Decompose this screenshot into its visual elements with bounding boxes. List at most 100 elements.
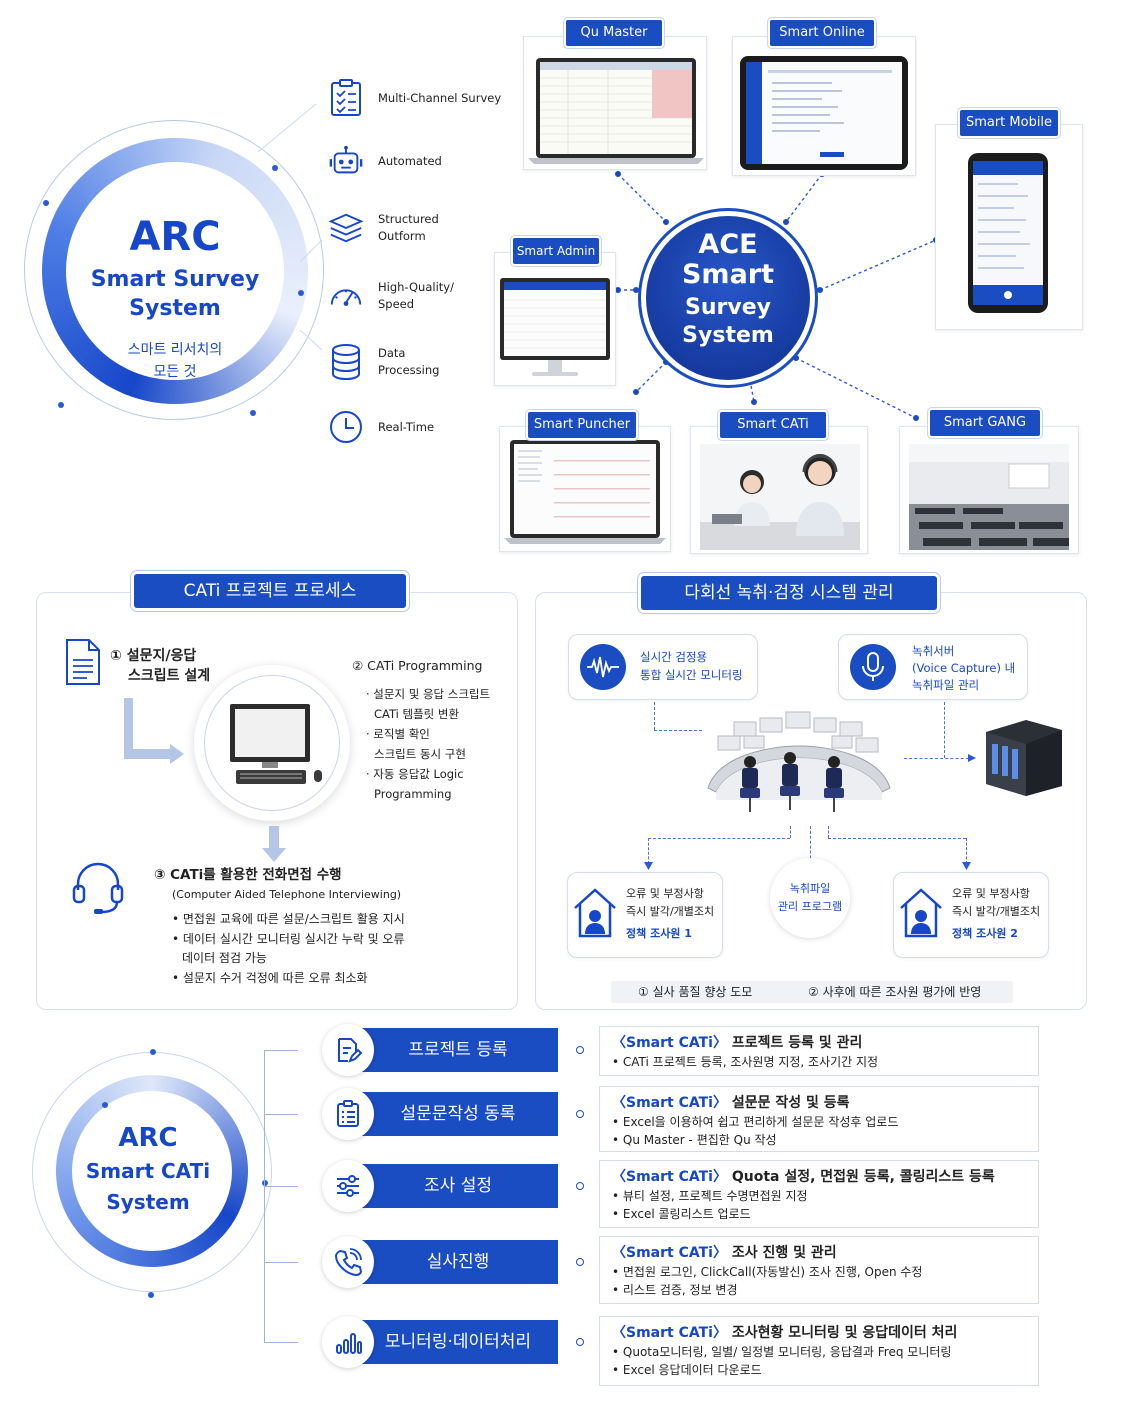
arrow-down-icon bbox=[262, 826, 286, 862]
inv-line: 즉시 발각/개별조치 bbox=[626, 905, 715, 918]
call-center-photo bbox=[700, 444, 860, 550]
robot-icon bbox=[328, 143, 364, 179]
arc-cati-title: ARC bbox=[118, 1123, 178, 1153]
step-desc-fieldwork: 〈Smart CATi〉 조사 진행 및 관리 • 면접원 로그인, Click… bbox=[599, 1236, 1039, 1304]
desc-title: 조사현황 모니터링 및 응답데이터 처리 bbox=[731, 1325, 958, 1341]
step2-list: · 설문지 및 응답 스크립트 CATi 템플릿 변환 · 로직별 확인 스크립… bbox=[366, 684, 490, 804]
monitor-icon bbox=[498, 276, 612, 382]
house-agent-icon bbox=[898, 884, 944, 944]
connector bbox=[944, 702, 945, 758]
feature-label: Structured bbox=[378, 212, 439, 226]
arc-survey-subtitle-1: Smart Survey bbox=[90, 267, 260, 292]
connector bbox=[654, 730, 702, 731]
smart-online-label: Smart Online bbox=[770, 20, 874, 46]
step-survey-create: 설문문작성 동록 bbox=[358, 1092, 558, 1136]
step-connector bbox=[264, 1342, 298, 1343]
feature-realtime: Real-Time bbox=[328, 405, 434, 449]
step-connector-dot bbox=[576, 1258, 584, 1266]
recording-program-text: 녹취파일 관리 프로그램 bbox=[770, 880, 850, 916]
feature-label: Real-Time bbox=[378, 419, 435, 434]
ace-line: Survey bbox=[685, 295, 771, 320]
desc-line: • Excel을 이용하여 쉽고 편리하게 설문문 작성후 업로드 bbox=[612, 1115, 899, 1129]
smart-mobile-label: Smart Mobile bbox=[960, 110, 1058, 136]
step-icon-circle bbox=[322, 1316, 374, 1368]
desktop-computer-icon bbox=[226, 702, 326, 792]
feature-quality: High-Quality/Speed bbox=[328, 274, 454, 318]
step-project-register: 프로젝트 등록 bbox=[358, 1028, 558, 1072]
classroom-photo bbox=[909, 444, 1069, 550]
investigator-1-text: 오류 및 부정사항 즉시 발각/개별조치 정책 조사원 1 bbox=[626, 885, 714, 943]
feature-label: Speed bbox=[378, 297, 415, 311]
step3-subtitle: (Computer Aided Telephone Interviewing) bbox=[172, 888, 402, 901]
connector bbox=[904, 758, 974, 759]
arc-cati-subtitle-1: Smart CATi bbox=[85, 1159, 211, 1183]
clock-icon bbox=[328, 409, 364, 445]
monitor-line: 통합 실시간 모니터링 bbox=[640, 668, 743, 682]
step3-item: • 설문지 수거 걱정에 따른 오류 최소화 bbox=[172, 970, 368, 985]
phone-icon bbox=[334, 1248, 362, 1276]
step-desc-project: 〈Smart CATi〉 프로젝트 등록 및 관리 • CATi 프로젝트 등록… bbox=[599, 1026, 1039, 1076]
recording-header: 다회선 녹취·검정 시스템 관리 bbox=[641, 576, 937, 610]
ace-core bbox=[646, 216, 810, 380]
footer-item-2: ② 사후에 따른 조사원 평가에 반영 bbox=[808, 985, 982, 999]
ring-dot bbox=[102, 1102, 108, 1108]
connector bbox=[654, 702, 655, 730]
checklist-icon bbox=[328, 79, 364, 116]
footer-item-1: ① 실사 품질 향상 도모 bbox=[638, 985, 753, 999]
step-connector bbox=[264, 1114, 298, 1115]
step-desc-settings: 〈Smart CATi〉 Quota 설정, 면접원 등록, 콜링리스트 등록 … bbox=[599, 1160, 1039, 1228]
desc-line: • 리스트 검증, 정보 변경 bbox=[612, 1283, 738, 1297]
computer-circle-inner bbox=[204, 675, 340, 811]
step2-item: · 자동 응답값 Logic bbox=[366, 767, 464, 781]
step1-line: 스크립트 설계 bbox=[128, 668, 211, 684]
ring-dot bbox=[58, 402, 64, 408]
step-icon-circle bbox=[322, 1088, 374, 1140]
inv-line: 즉시 발각/개별조치 bbox=[952, 905, 1041, 918]
phone-icon bbox=[968, 153, 1048, 313]
step3-title: ③ CATi를 활용한 전화면접 수행 bbox=[154, 867, 342, 883]
ace-line: System bbox=[682, 323, 774, 348]
investigator-2-text: 오류 및 부정사항 즉시 발각/개별조치 정책 조사원 2 bbox=[952, 885, 1040, 943]
ace-subtitle: Survey System bbox=[646, 294, 810, 350]
recording-program-circle bbox=[770, 858, 850, 938]
ace-title: ACE Smart bbox=[646, 230, 810, 290]
step-icon-circle bbox=[322, 1024, 374, 1076]
desc-title: 설문문 작성 및 등록 bbox=[731, 1095, 850, 1111]
database-icon bbox=[328, 344, 364, 381]
voice-capture-text: 녹취서버 (Voice Capture) 내 녹취파일 관리 bbox=[912, 643, 1015, 694]
desc-line: • Quota모니터링, 일별/ 일정별 모니터링, 응답결과 Freq 모니터… bbox=[612, 1345, 952, 1359]
step1-line: ① 설문지/응답 bbox=[110, 648, 197, 664]
desc-line: • 면접원 로그인, ClickCall(자동발신) 조사 진행, Open 수… bbox=[612, 1265, 923, 1279]
arc-survey-tag-2: 모든 것 bbox=[153, 364, 197, 380]
headset-icon bbox=[70, 858, 126, 920]
smart-admin-label: Smart Admin bbox=[513, 238, 599, 264]
step-icon-circle bbox=[322, 1160, 374, 1212]
step-monitoring: 모니터링·데이터처리 bbox=[358, 1320, 558, 1364]
feature-multichannel: Multi-Channel Survey bbox=[328, 76, 501, 120]
step-icon-circle bbox=[322, 1236, 374, 1288]
control-room-illustration bbox=[704, 704, 894, 824]
feature-label: Data bbox=[378, 346, 406, 360]
step2-item: CATi 템플릿 변환 bbox=[374, 707, 460, 721]
feature-label: Outform bbox=[378, 229, 426, 243]
arc-survey-ring-inner bbox=[66, 162, 284, 380]
microphone-icon bbox=[862, 652, 884, 681]
gauge-icon bbox=[328, 278, 364, 314]
step-connector bbox=[264, 1262, 298, 1263]
smart-cati-label: Smart CATi bbox=[720, 412, 826, 438]
connector bbox=[790, 826, 791, 838]
step-desc-monitoring: 〈Smart CATi〉 조사현황 모니터링 및 응답데이터 처리 • Quot… bbox=[599, 1316, 1039, 1386]
step-desc-survey: 〈Smart CATi〉 설문문 작성 및 등록 • Excel을 이용하여 쉽… bbox=[599, 1086, 1039, 1152]
waveform-icon bbox=[587, 656, 619, 678]
connector bbox=[810, 826, 811, 878]
ring-dot bbox=[150, 1049, 156, 1055]
step2-item: Programming bbox=[374, 787, 452, 801]
desc-title: Quota 설정, 면접원 등록, 콜링리스트 등록 bbox=[731, 1169, 995, 1185]
house-agent-icon bbox=[572, 884, 618, 944]
voice-line: 녹취서버 bbox=[912, 644, 955, 658]
inv-line: 오류 및 부정사항 bbox=[626, 887, 704, 900]
step3-item: 데이터 점검 가능 bbox=[182, 951, 267, 965]
step-fieldwork: 실사진행 bbox=[358, 1240, 558, 1284]
